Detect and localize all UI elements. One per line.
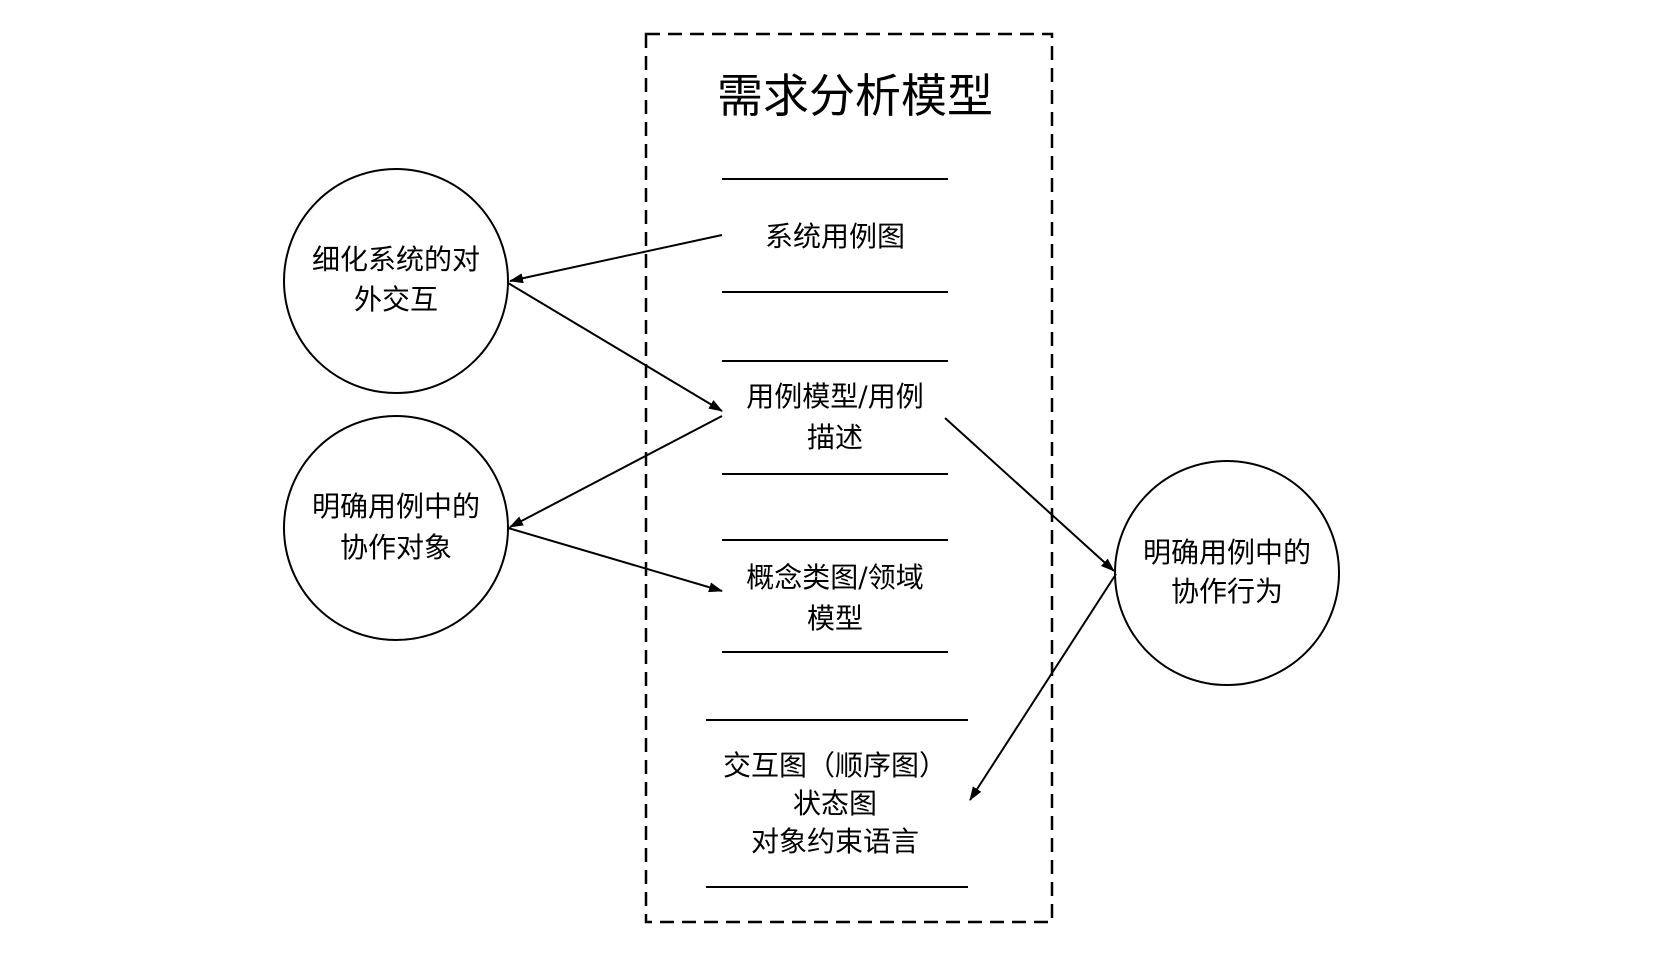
artifact-label-line-2: 模型 bbox=[807, 602, 863, 635]
model-boundary bbox=[644, 32, 1054, 924]
arrow-refine-to-usecase-model bbox=[507, 282, 723, 412]
arrow-collab-objects-to-class-diagram bbox=[507, 527, 723, 593]
arrow-usecase-model-to-collab-objects bbox=[509, 415, 723, 528]
activity-circle bbox=[283, 415, 509, 641]
artifact-label-line-1: 概念类图/领域 bbox=[746, 561, 923, 594]
activity-refine-external-interaction: 细化系统的对 外交互 bbox=[283, 168, 509, 394]
activity-label-line-2: 协作对象 bbox=[340, 531, 452, 564]
artifact-use-case-model: 用例模型/用例 描述 bbox=[722, 360, 948, 475]
arrows bbox=[507, 234, 1117, 801]
diagram-title: 需求分析模型 bbox=[717, 69, 993, 123]
arrow-usecase-model-to-collab-behavior bbox=[944, 417, 1115, 572]
activity-circle bbox=[283, 168, 509, 394]
arrow-usecase-diagram-to-refine bbox=[509, 234, 723, 284]
artifact-label-line-1: 用例模型/用例 bbox=[746, 380, 923, 413]
activity-circle bbox=[1114, 460, 1340, 686]
arrow-collab-behavior-to-interaction bbox=[969, 573, 1117, 801]
artifact-system-use-case-diagram: 系统用例图 bbox=[722, 178, 948, 293]
activity-identify-collaboration-behavior: 明确用例中的 协作行为 bbox=[1114, 460, 1340, 686]
artifact-label-line-2: 状态图 bbox=[793, 787, 877, 820]
activity-label-line-2: 外交互 bbox=[354, 283, 438, 316]
artifact-interaction-diagram: 交互图（顺序图） 状态图 对象约束语言 bbox=[706, 719, 968, 888]
artifact-label-line-2: 描述 bbox=[807, 421, 863, 454]
artifact-label: 系统用例图 bbox=[765, 220, 905, 253]
activity-label-line-2: 协作行为 bbox=[1171, 575, 1283, 608]
artifact-conceptual-class-diagram: 概念类图/领域 模型 bbox=[722, 539, 948, 653]
activity-identify-collaborating-objects: 明确用例中的 协作对象 bbox=[283, 415, 509, 641]
artifact-label-line-1: 交互图（顺序图） bbox=[723, 749, 947, 782]
activity-label-line-1: 明确用例中的 bbox=[312, 490, 480, 523]
activity-label-line-1: 明确用例中的 bbox=[1143, 536, 1311, 569]
artifact-label-line-3: 对象约束语言 bbox=[751, 825, 919, 858]
activity-label-line-1: 细化系统的对 bbox=[312, 243, 480, 276]
